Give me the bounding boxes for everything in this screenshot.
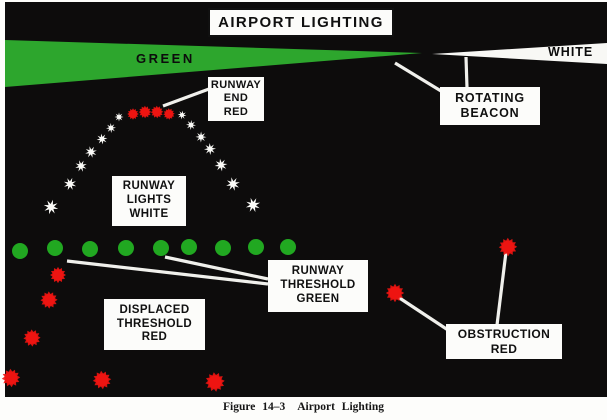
green-beam-label: GREEN <box>136 51 195 66</box>
label-line: RUNWAY <box>291 265 345 278</box>
label-line: RED <box>223 105 249 118</box>
label-runway-threshold: RUNWAY THRESHOLD GREEN <box>268 260 368 312</box>
label-rotating-beacon: ROTATING BEACON <box>440 87 540 125</box>
label-line: GREEN <box>296 292 340 305</box>
label-line: END <box>223 92 249 105</box>
label-line: THRESHOLD <box>280 279 356 292</box>
label-line: DISPLACED <box>119 303 190 316</box>
label-line: THRESHOLD <box>116 317 193 330</box>
diagram-title: AIRPORT LIGHTING <box>208 8 394 37</box>
label-line: OBSTRUCTION <box>457 327 551 342</box>
label-displaced-threshold: DISPLACED THRESHOLD RED <box>104 299 205 350</box>
label-line: RUNWAY <box>122 180 176 193</box>
label-obstruction: OBSTRUCTION RED <box>446 324 562 359</box>
label-line: BEACON <box>460 106 520 120</box>
label-line: RED <box>490 341 518 356</box>
figure-caption: Figure 14–3 Airport Lighting <box>0 401 607 413</box>
label-line: WHITE <box>129 207 169 220</box>
label-runway-lights: RUNWAY LIGHTS WHITE <box>112 176 186 226</box>
label-line: RED <box>141 331 168 344</box>
diagram-title-text: AIRPORT LIGHTING <box>218 14 384 31</box>
figure-title-text: Airport Lighting <box>297 401 384 413</box>
label-runway-end: RUNWAY END RED <box>208 77 264 121</box>
label-line: LIGHTS <box>126 194 172 207</box>
label-line: ROTATING <box>455 91 525 105</box>
figure-number: Figure 14–3 <box>223 401 286 413</box>
white-beam-label: WHITE <box>548 45 594 59</box>
label-line: RUNWAY <box>210 79 262 92</box>
